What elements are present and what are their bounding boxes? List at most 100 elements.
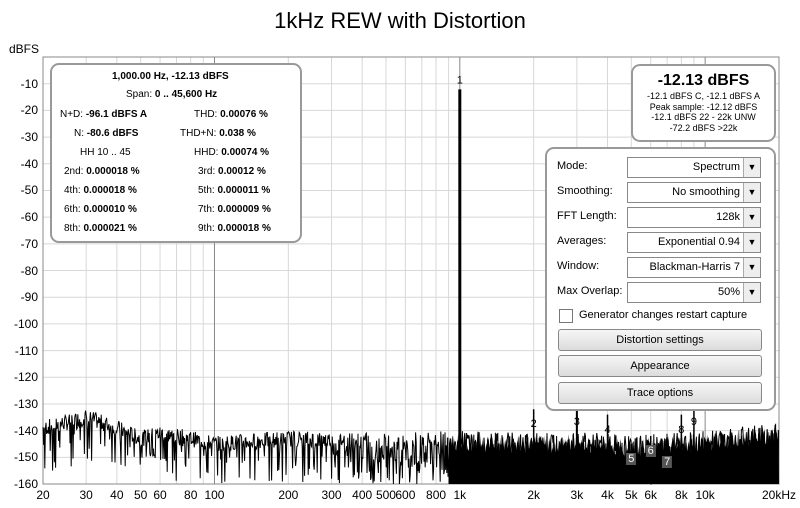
thdn-row: THD+N: 0.038 % [180, 128, 256, 139]
x-tick-label: 20 [36, 488, 50, 502]
x-tick-label: 2k [527, 488, 540, 502]
y-tick-label: -70 [20, 236, 38, 251]
h6-label: 6th: [64, 204, 81, 215]
x-tick-label: 6k [644, 488, 658, 502]
x-tick-label: 40 [110, 488, 124, 502]
fundamental-label: 1 [457, 74, 463, 86]
thdn-label: THD+N: [180, 128, 217, 139]
smoothing-select[interactable]: No smoothing▼ [627, 182, 761, 203]
max-overlap-value: 50% [717, 286, 740, 298]
span-row: Span: 0 .. 45,600 Hz [126, 89, 217, 100]
chevron-down-icon: ▼ [743, 233, 760, 252]
y-tick-label: -130 [13, 396, 38, 411]
smoothing-value: No smoothing [672, 186, 740, 198]
peak-value: -12.13 dBFS [657, 72, 750, 89]
nd-label: N+D: [60, 109, 84, 120]
h8-value: 0.000021 % [83, 223, 137, 234]
fundamental-peak: 1 [457, 74, 463, 484]
fft-length-row: FFT Length: 128k▼ [557, 207, 767, 228]
distortion-settings-button[interactable]: Distortion settings [558, 329, 762, 351]
y-tick-label: -150 [13, 450, 38, 465]
x-tick-label: 600 [395, 488, 416, 502]
y-tick-label: -20 [20, 103, 38, 118]
h9-row: 9th: 0.000018 % [198, 223, 271, 234]
averages-select[interactable]: Exponential 0.94▼ [627, 232, 761, 253]
trace-options-button[interactable]: Trace options [558, 382, 762, 404]
smoothing-label: Smoothing: [557, 185, 613, 197]
h2-value: 0.000018 % [86, 166, 140, 177]
hhd-value: 0.00074 % [221, 147, 270, 158]
chevron-down-icon: ▼ [743, 258, 760, 277]
peak-weighted: -12.1 dBFS C, -12.1 dBFS A [646, 91, 761, 101]
max-overlap-select[interactable]: 50%▼ [627, 282, 761, 303]
peak-sample: Peak sample: -12.12 dBFS [649, 101, 758, 112]
x-tick-label: 10k [695, 488, 715, 502]
mode-label: Mode: [557, 160, 588, 172]
smoothing-row: Smoothing: No smoothing▼ [557, 182, 767, 203]
x-tick-label: 800 [426, 488, 447, 502]
x-tick-label: 400 [352, 488, 373, 502]
y-tick-label: -40 [20, 156, 38, 171]
chevron-down-icon: ▼ [743, 283, 760, 302]
span-value: 0 .. 45,600 Hz [154, 89, 218, 100]
harmonic-label-4: 4 [604, 423, 611, 436]
hhd-row: HHD: 0.00074 % [194, 147, 269, 158]
x-tick-label: 500 [375, 488, 396, 502]
x-tick-label: 20kHz [761, 488, 797, 502]
chevron-down-icon: ▼ [743, 183, 760, 202]
harmonic-label-5: 5 [626, 452, 637, 465]
y-tick-label: -30 [20, 130, 38, 145]
harmonic-label-9: 9 [690, 415, 697, 428]
y-tick-label: -100 [13, 316, 38, 331]
y-tick-label: -90 [20, 290, 38, 305]
averages-value: Exponential 0.94 [658, 236, 740, 248]
h8-label: 8th: [64, 223, 81, 234]
h4-row: 4th: 0.000018 % [64, 185, 137, 196]
h6-row: 6th: 0.000010 % [64, 204, 137, 215]
mode-value: Spectrum [692, 161, 740, 173]
y-tick-label: -140 [13, 423, 38, 438]
harmonic-label-3: 3 [573, 415, 580, 428]
plot-frame [42, 56, 780, 485]
x-tick-label: 200 [278, 488, 299, 502]
h9-label: 9th: [198, 223, 215, 234]
y-tick-label: -10 [20, 76, 38, 91]
chevron-down-icon: ▼ [743, 158, 760, 177]
nd-row: N+D: -96.1 dBFS A [60, 109, 147, 120]
h5-row: 5th: 0.000011 % [198, 185, 270, 196]
fft-length-select[interactable]: 128k▼ [627, 207, 761, 228]
averages-row: Averages: Exponential 0.94▼ [557, 232, 767, 253]
h3-value: 0.00012 % [218, 166, 266, 177]
y-tick-label: -60 [20, 210, 38, 225]
x-tick-label: 30 [79, 488, 93, 502]
chevron-down-icon: ▼ [743, 208, 760, 227]
n-value: -80.6 dBFS [86, 128, 139, 139]
n-label: N: [74, 128, 84, 139]
x-tick-label: 8k [675, 488, 688, 502]
peak-above-22k: -72.2 dBFS >22k [669, 122, 738, 133]
mode-select[interactable]: Spectrum▼ [627, 157, 761, 178]
averages-label: Averages: [557, 235, 607, 247]
n-row: N: -80.6 dBFS [74, 128, 138, 139]
h2-row: 2nd: 0.000018 % [64, 166, 140, 177]
harmonic-label-7: 7 [662, 455, 673, 468]
thd-row: THD: 0.00076 % [194, 109, 268, 120]
x-tick-label: 4k [601, 488, 614, 502]
h7-row: 7th: 0.000009 % [198, 204, 271, 215]
rta-control-panel: Mode: Spectrum▼ Smoothing: No smoothing▼… [545, 147, 776, 411]
appearance-button[interactable]: Appearance [558, 355, 762, 377]
window-select[interactable]: Blackman-Harris 7▼ [627, 257, 761, 278]
h4-label: 4th: [64, 185, 81, 196]
fft-length-label: FFT Length: [557, 210, 617, 222]
noise-fill [448, 426, 779, 484]
h6-value: 0.000010 % [83, 204, 137, 215]
h4-value: 0.000018 % [83, 185, 137, 196]
thd-value: 0.00076 % [220, 109, 268, 120]
harmonic-label-6: 6 [645, 444, 656, 457]
fft-length-value: 128k [716, 211, 740, 223]
peak-level-box: -12.13 dBFS -12.1 dBFS C, -12.1 dBFS A P… [631, 64, 776, 142]
h8-row: 8th: 0.000021 % [64, 223, 137, 234]
checkbox-box[interactable] [559, 309, 573, 323]
chart-title: 1kHz REW with Distortion [274, 8, 526, 33]
thd-label: THD: [194, 109, 218, 120]
